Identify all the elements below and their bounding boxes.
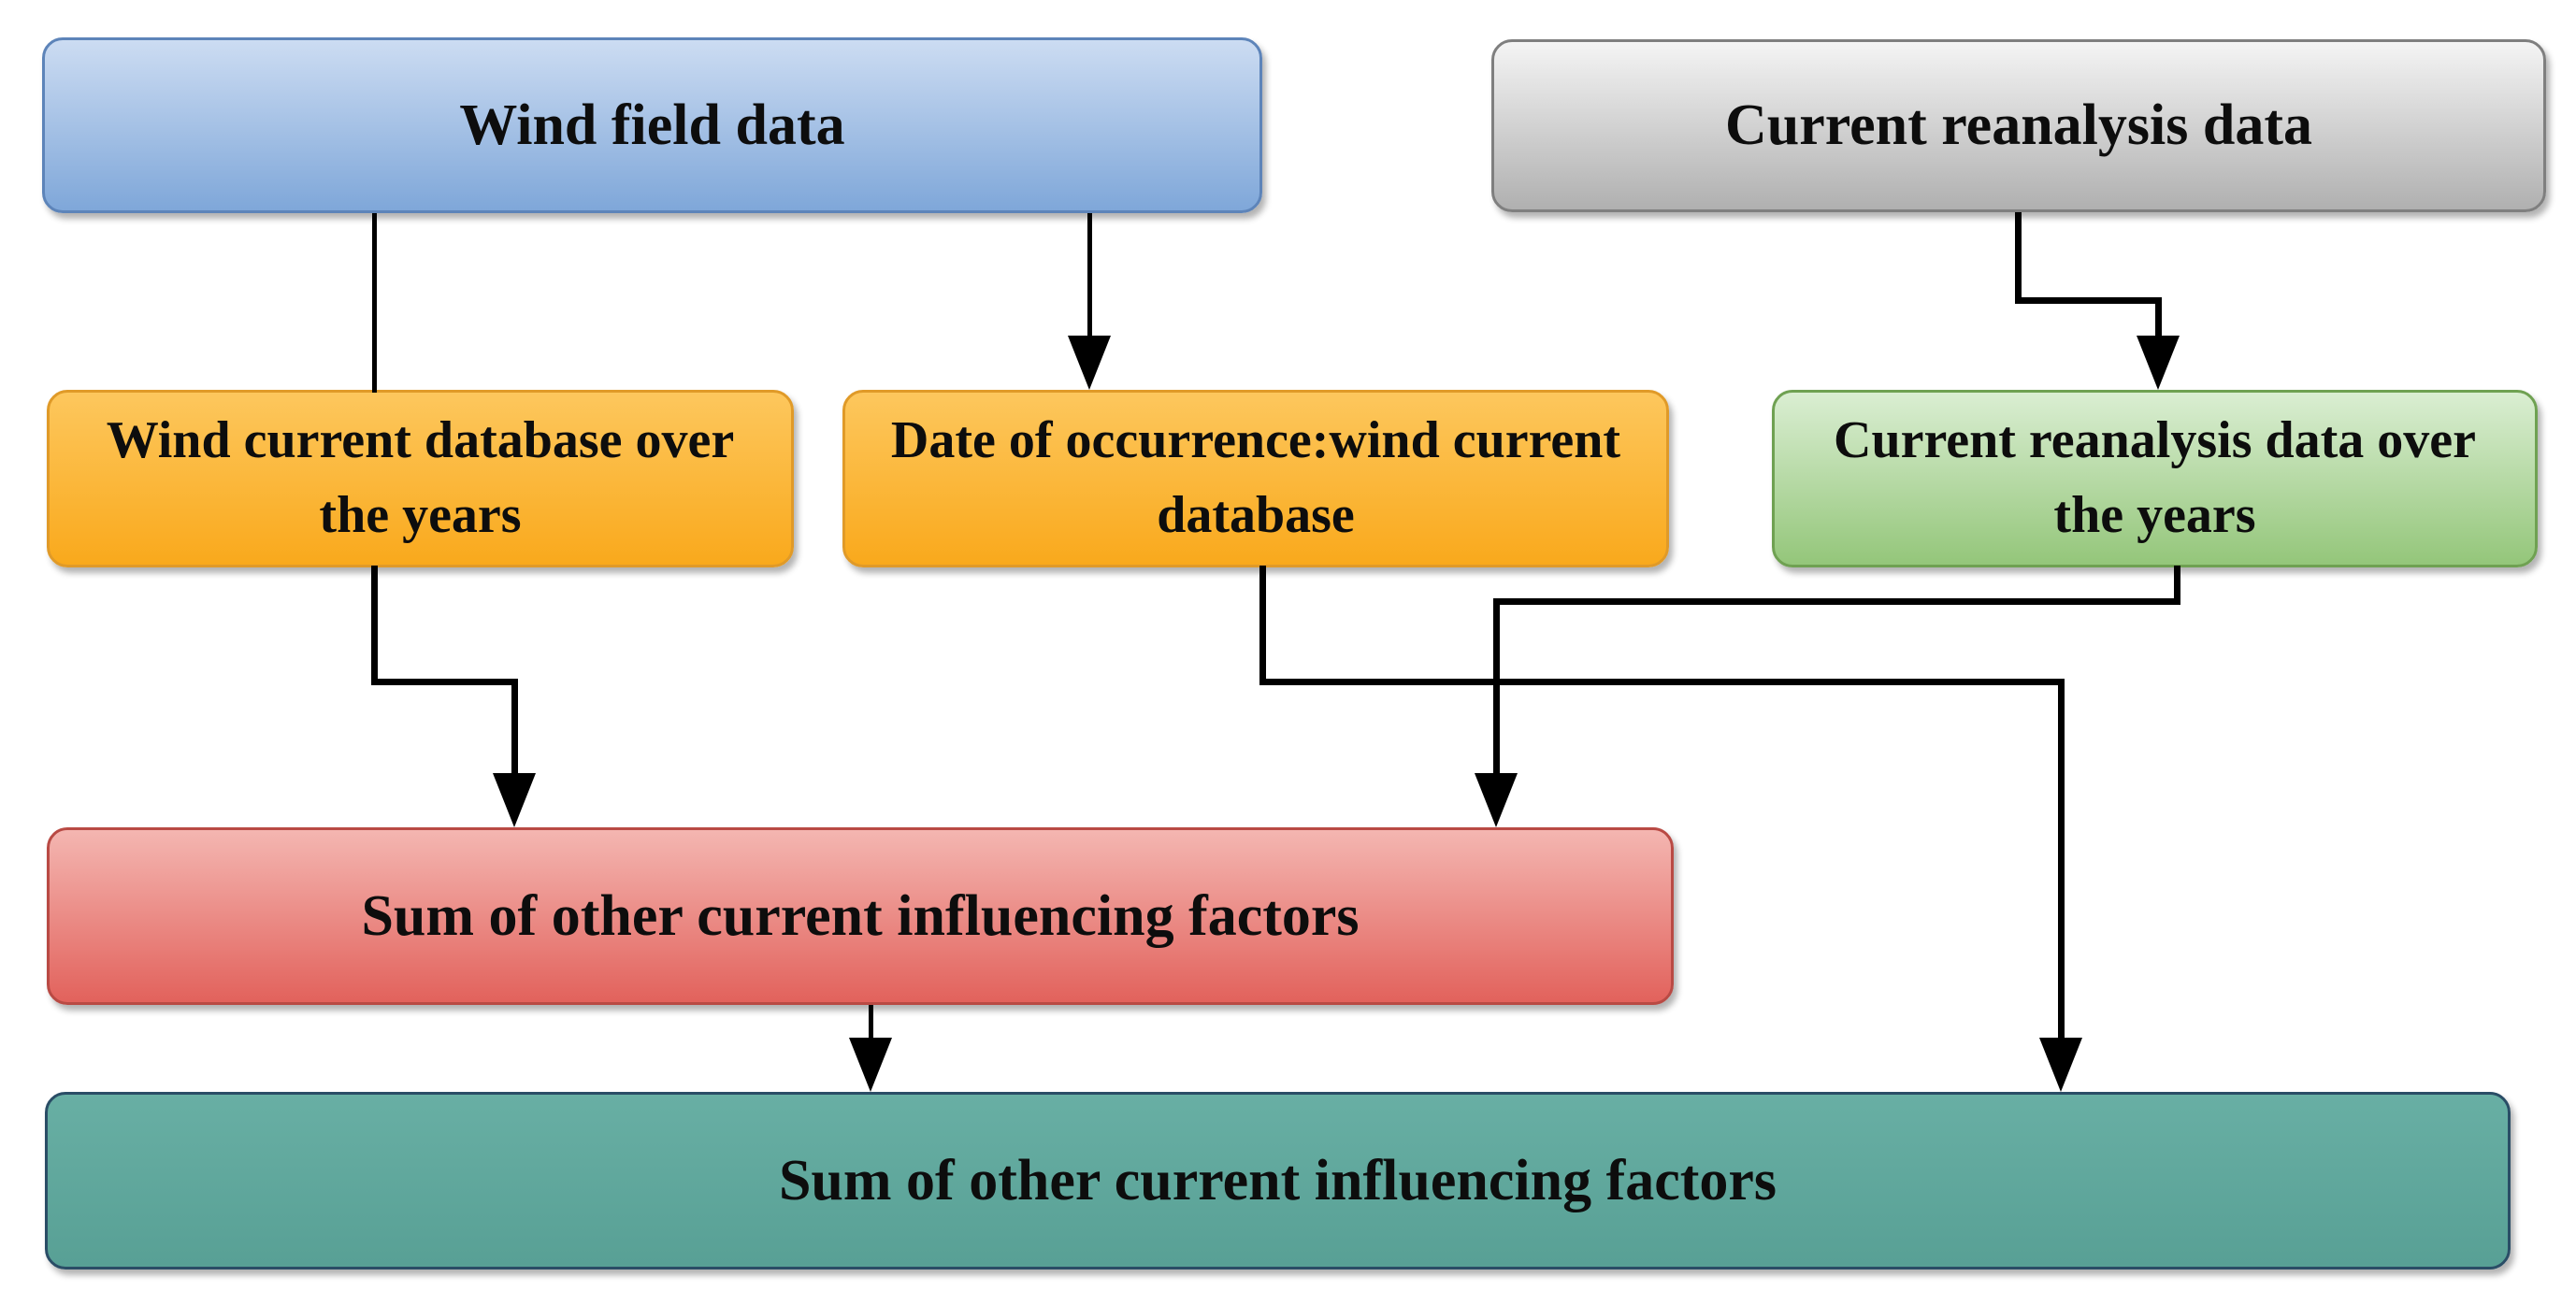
arrowhead-icon (2039, 1038, 2082, 1092)
arrowhead-icon (1475, 773, 1518, 827)
node-wind-field-data: Wind field data (42, 37, 1262, 213)
node-label: Current reanalysis data (1724, 93, 2313, 158)
node-sum-influencing-factors-mid: Sum of other current influencing factors (47, 827, 1674, 1005)
node-label: Current reanalysis data over the years (1834, 411, 2476, 544)
node-wind-current-database: Wind current database over the years (47, 390, 794, 567)
arrowhead-icon (2137, 336, 2180, 390)
node-label: Sum of other current influencing factors (778, 1148, 1777, 1212)
node-label: Wind field data (459, 93, 845, 157)
node-label: Wind current database over the years (106, 411, 735, 544)
node-sum-influencing-factors-bottom: Sum of other current influencing factors (45, 1092, 2511, 1269)
node-label: Sum of other current influencing factors (361, 883, 1360, 948)
node-current-reanalysis-data: Current reanalysis data (1491, 39, 2546, 212)
node-label: Date of occurrence:wind current database (890, 411, 1621, 544)
arrowhead-icon (1068, 336, 1111, 390)
arrowhead-icon (849, 1038, 892, 1092)
node-date-of-occurrence-database: Date of occurrence:wind current database (842, 390, 1669, 567)
node-current-reanalysis-over-years: Current reanalysis data over the years (1772, 390, 2538, 567)
arrowhead-icon (493, 773, 536, 827)
